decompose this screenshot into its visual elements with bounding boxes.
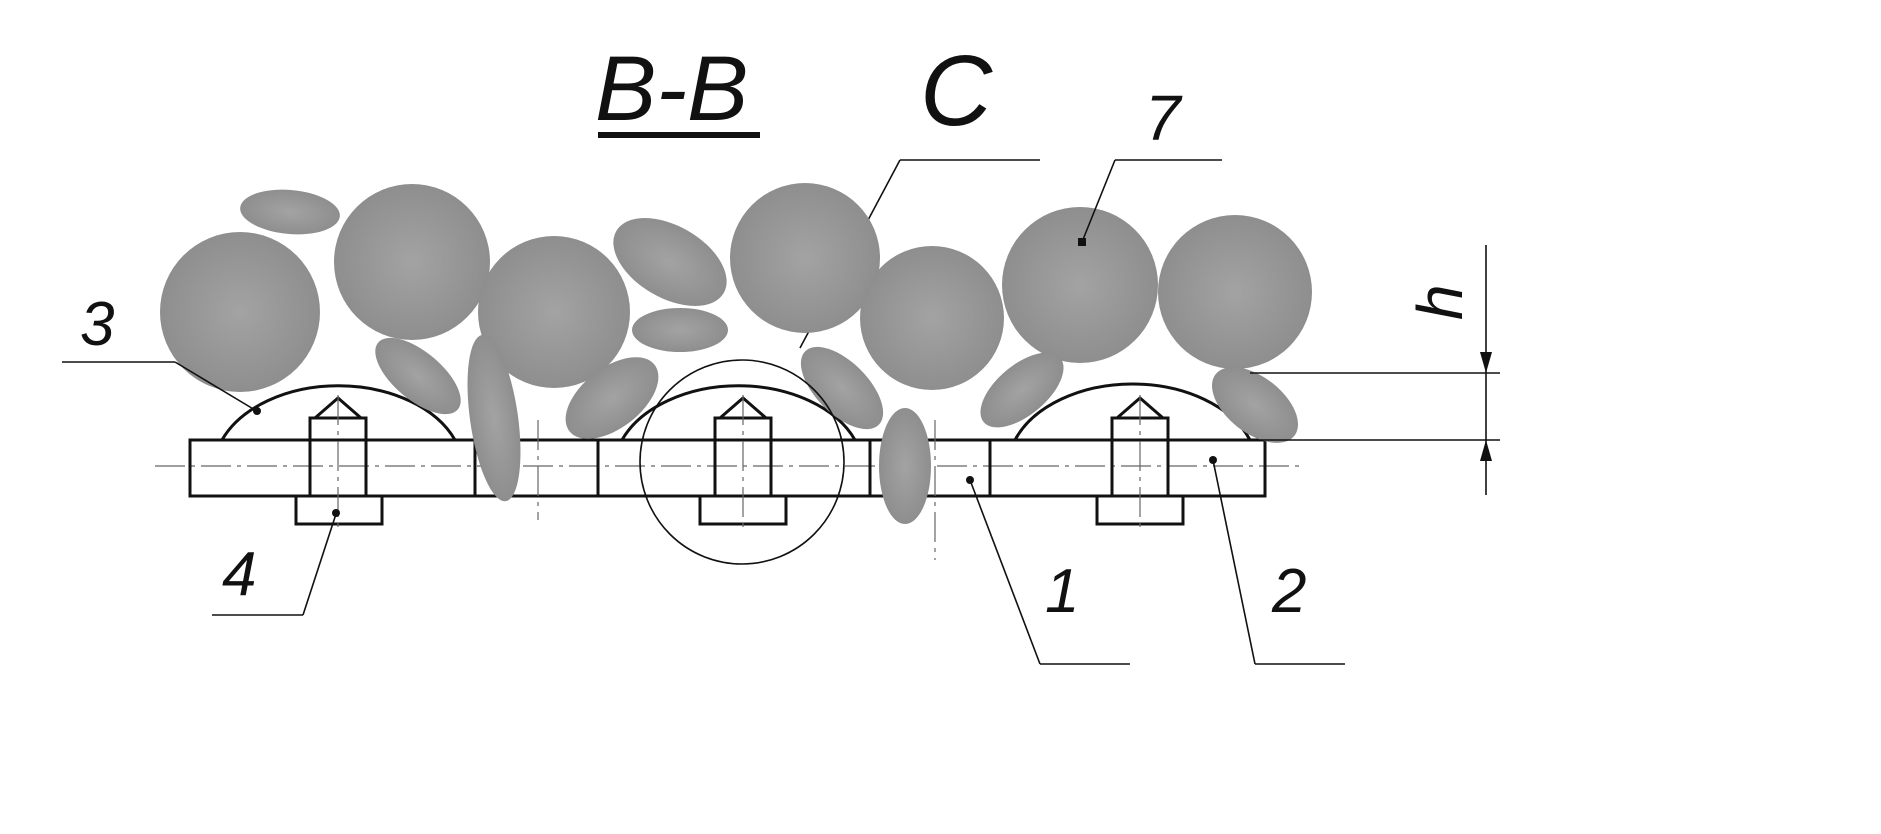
section-title: B-B — [595, 38, 748, 140]
leader-2-diag — [1212, 459, 1256, 665]
particle — [478, 236, 630, 388]
dome-left — [219, 384, 458, 442]
dimension-h: h — [1250, 245, 1500, 495]
part-label-1: 1 — [1045, 557, 1079, 626]
part-label-3: 3 — [80, 290, 114, 359]
particle — [1002, 207, 1158, 363]
particle — [467, 334, 521, 502]
plate-right — [988, 438, 1267, 498]
plates-group — [188, 438, 1267, 498]
bolt-middle — [698, 395, 788, 530]
leader-7-diag — [1081, 159, 1116, 243]
particle — [565, 357, 659, 439]
particle — [980, 352, 1064, 428]
leader-1-diag — [969, 479, 1041, 665]
particle — [1211, 367, 1299, 443]
particle — [334, 184, 490, 340]
particles-group — [160, 183, 1312, 524]
height-label: h — [1404, 284, 1476, 320]
particle — [240, 189, 340, 235]
gap-segment-1 — [473, 438, 600, 498]
bolt-right — [1095, 395, 1185, 530]
bolt-left — [294, 395, 384, 530]
particle — [632, 308, 728, 352]
particle — [613, 218, 727, 306]
domes-group — [219, 382, 1253, 442]
particle — [879, 408, 931, 524]
part-label-7: 7 — [1145, 82, 1183, 154]
particle — [860, 246, 1004, 390]
particle — [375, 337, 461, 415]
part-label-2: 2 — [1271, 557, 1306, 626]
plate-middle — [596, 438, 872, 498]
particle — [1158, 215, 1312, 369]
part-label-4: 4 — [222, 540, 256, 609]
detail-circle — [639, 359, 845, 565]
leader-4-diag — [302, 513, 337, 616]
detail-label: C — [920, 35, 993, 147]
particle — [160, 232, 320, 392]
plate-left — [188, 438, 477, 498]
particle — [800, 346, 884, 430]
particle — [730, 183, 880, 333]
bolts-group — [294, 395, 1185, 530]
gap-segment-2 — [868, 438, 992, 498]
dome-middle — [619, 384, 858, 442]
leader-3-diag — [174, 361, 256, 411]
